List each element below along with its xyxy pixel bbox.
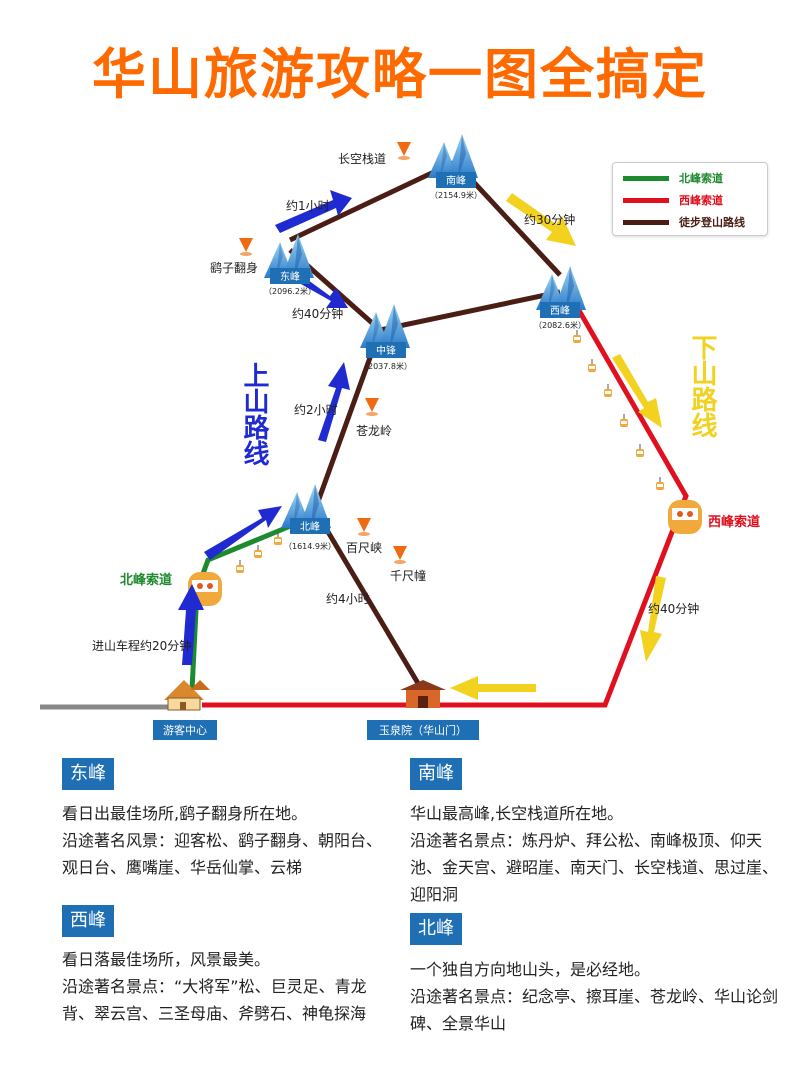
west-ropeway-label: 西峰索道 (708, 514, 760, 530)
spot-canglong: 苍龙岭 (356, 424, 392, 438)
down-arrow-icon (450, 676, 536, 700)
info-tag-east: 东峰 (62, 758, 114, 790)
info-tag-west: 西峰 (62, 905, 114, 937)
page-title: 华山旅游攻略一图全搞定 (92, 43, 708, 106)
info-east-line2: 沿途著名风景：迎客松、鹞子翻身、朝阳台、观日台、鹰嘴崖、华岳仙掌、云梯 (62, 831, 383, 877)
svg-text:（2082.6米）: （2082.6米） (534, 320, 586, 330)
time-30m: 约30分钟 (524, 212, 575, 227)
info-south-line2: 沿途著名景点：炼丹炉、拜公松、南峰极顶、仰天池、金天宫、避昭崖、南天门、长空栈道… (410, 831, 779, 904)
svg-text:北峰: 北峰 (300, 521, 320, 533)
svg-text:（2037.8米）: （2037.8米） (360, 361, 412, 371)
down-arrow-icon (640, 576, 666, 662)
visitor-center-icon (164, 680, 210, 711)
info-east: 看日出最佳场所,鹞子翻身所在地。 沿途著名风景：迎客松、鹞子翻身、朝阳台、观日台… (62, 800, 388, 881)
legend-item-west-ropeway: 西峰索道 (613, 189, 767, 211)
up-arrow-icon (178, 584, 204, 665)
time-bus: 进山车程约20分钟 (92, 638, 191, 653)
gate-tag (367, 720, 479, 740)
middle-peak-tag: 中锋 （2037.8米） (360, 342, 412, 371)
cable-car-icons (235, 329, 665, 574)
svg-text:西峰: 西峰 (550, 305, 570, 317)
gate-label: 玉泉院（华山门） (379, 723, 467, 737)
up-arrow-icon (204, 506, 282, 560)
legend-item-north-ropeway: 北峰索道 (613, 167, 767, 189)
info-east-line1: 看日出最佳场所,鹞子翻身所在地。 (62, 804, 308, 823)
visitor-center-tag (153, 720, 217, 740)
info-south-line1: 华山最高峰,长空栈道所在地。 (410, 804, 624, 823)
legend-swatch (623, 197, 669, 203)
down-arrows (450, 193, 666, 700)
gate-icon (400, 680, 446, 708)
info-north-line2: 沿途著名景点：纪念亭、擦耳崖、苍龙岭、华山论剑碑、全景华山 (410, 987, 779, 1033)
down-route-label: 下山路线 (687, 334, 717, 438)
info-tag-north: 北峰 (410, 913, 462, 945)
legend-label: 北峰索道 (679, 172, 723, 185)
legend-label: 徒步登山路线 (679, 216, 745, 229)
info-west-line1: 看日落最佳场所，风景最美。 (62, 950, 271, 969)
north-ropeway-label: 北峰索道 (120, 572, 172, 588)
info-tag-south: 南峰 (410, 758, 462, 790)
info-west-line2: 沿途著名景点：“大将军”松、巨灵足、青龙背、翠云宫、三圣母庙、斧劈石、神龟探海 (62, 977, 367, 1023)
south-peak-icon (428, 134, 478, 178)
west-ropeway-line (202, 298, 689, 708)
up-route-label: 上山路线 (239, 362, 269, 466)
north-peak-tag: 北峰 （1614.9米） (284, 518, 336, 551)
up-arrow-icon (318, 362, 350, 442)
spot-qianchi: 千尺幢 (390, 568, 426, 583)
info-south: 华山最高峰,长空栈道所在地。 沿途著名景点：炼丹炉、拜公松、南峰极顶、仰天池、金… (410, 800, 780, 908)
spot-changkong: 长空栈道 (338, 151, 386, 166)
route-map: 南峰 （2154.9米） 东峰 （2096.2米） 中锋 （2037.8米） 西… (40, 134, 760, 740)
legend-item-hiking: 徒步登山路线 (613, 211, 767, 233)
up-arrows (178, 190, 352, 665)
south-peak-tag: 南峰 （2154.9米） (430, 172, 482, 200)
svg-text:中锋: 中锋 (376, 344, 396, 357)
spot-yaozi: 鹞子翻身 (210, 260, 258, 275)
up-arrow-icon (275, 190, 352, 233)
legend-swatch (623, 175, 669, 181)
visitor-center-label: 游客中心 (163, 723, 207, 737)
info-north-line1: 一个独自方向地山头，是必经地。 (410, 960, 651, 979)
legend-swatch (623, 219, 669, 225)
down-arrow-icon (506, 193, 576, 246)
svg-text:（2154.9米）: （2154.9米） (430, 190, 482, 200)
west-ropeway-cabin-icon (668, 500, 702, 534)
svg-text:（2096.2米）: （2096.2米） (264, 286, 316, 296)
down-arrow-icon (612, 354, 662, 428)
info-west: 看日落最佳场所，风景最美。 沿途著名景点：“大将军”松、巨灵足、青龙背、翠云宫、… (62, 946, 388, 1027)
info-north: 一个独自方向地山头，是必经地。 沿途著名景点：纪念亭、擦耳崖、苍龙岭、华山论剑碑… (410, 956, 780, 1037)
svg-text:南峰: 南峰 (446, 174, 466, 187)
time-40m-west: 约40分钟 (648, 601, 699, 616)
spot-baichi: 百尺峡 (346, 541, 382, 555)
time-4h: 约4小时 (326, 591, 370, 606)
time-1h: 约1小时 (286, 198, 330, 213)
time-2h: 约2小时 (294, 402, 338, 417)
west-peak-tag: 西峰 （2082.6米） (534, 302, 586, 330)
east-peak-tag: 东峰 （2096.2米） (264, 268, 316, 296)
svg-text:（1614.9米）: （1614.9米） (284, 541, 336, 551)
time-40m-east: 约40分钟 (292, 306, 343, 321)
legend-label: 西峰索道 (679, 194, 723, 207)
svg-text:东峰: 东峰 (280, 270, 300, 283)
legend: 北峰索道 西峰索道 徒步登山路线 (612, 162, 768, 236)
